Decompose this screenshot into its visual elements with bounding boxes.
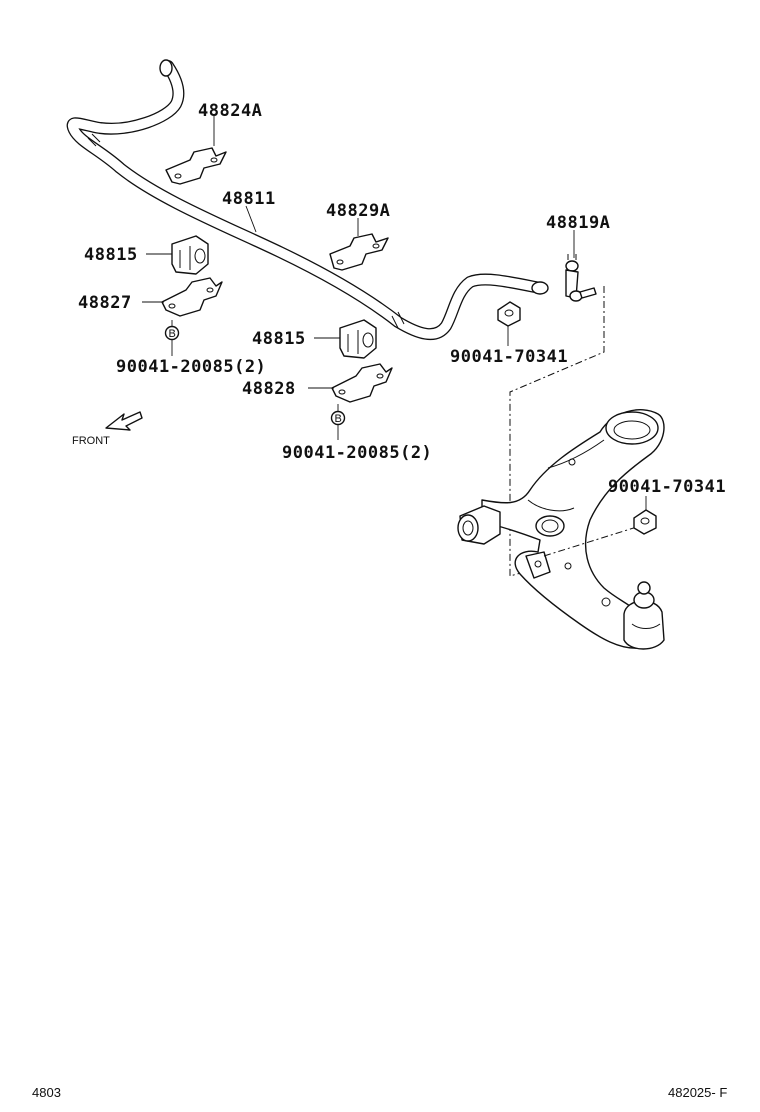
label-90041-70341-upper: 90041-70341	[450, 347, 568, 367]
label-48815-left: 48815	[84, 245, 138, 265]
nut-lower[interactable]	[633, 509, 657, 535]
label-90041-70341-lower: 90041-70341	[608, 477, 726, 497]
footer-right-code: 482025- F	[668, 1085, 727, 1100]
bolt-marker-left-label: B	[169, 328, 176, 340]
label-48811: 48811	[222, 189, 276, 209]
front-arrow-icon	[105, 411, 143, 431]
stabilizer-link-48819a[interactable]	[565, 254, 597, 302]
label-90041-20085-left: 90041-20085(2)	[116, 357, 266, 377]
label-48824a: 48824A	[198, 101, 262, 121]
label-90041-20085-right: 90041-20085(2)	[282, 443, 432, 463]
bracket-48827[interactable]	[161, 277, 223, 317]
front-label: FRONT	[72, 435, 110, 447]
bolt-marker-right	[330, 410, 346, 426]
bushing-left[interactable]	[171, 235, 209, 275]
bracket-48829a[interactable]	[329, 233, 389, 271]
bolt-marker-right-label: B	[335, 413, 342, 425]
stabilizer-bar[interactable]	[66, 59, 549, 341]
footer-left-code: 4803	[32, 1085, 61, 1100]
label-48829a: 48829A	[326, 201, 390, 221]
label-48819a: 48819A	[546, 213, 610, 233]
bushing-right[interactable]	[339, 319, 377, 359]
bolt-marker-left	[164, 325, 180, 341]
lower-control-arm[interactable]	[457, 409, 665, 650]
nut-upper[interactable]	[497, 301, 521, 327]
bracket-48824a[interactable]	[165, 147, 227, 185]
label-48828: 48828	[242, 379, 296, 399]
bracket-48828[interactable]	[331, 363, 393, 403]
label-48815-right: 48815	[252, 329, 306, 349]
label-48827: 48827	[78, 293, 132, 313]
